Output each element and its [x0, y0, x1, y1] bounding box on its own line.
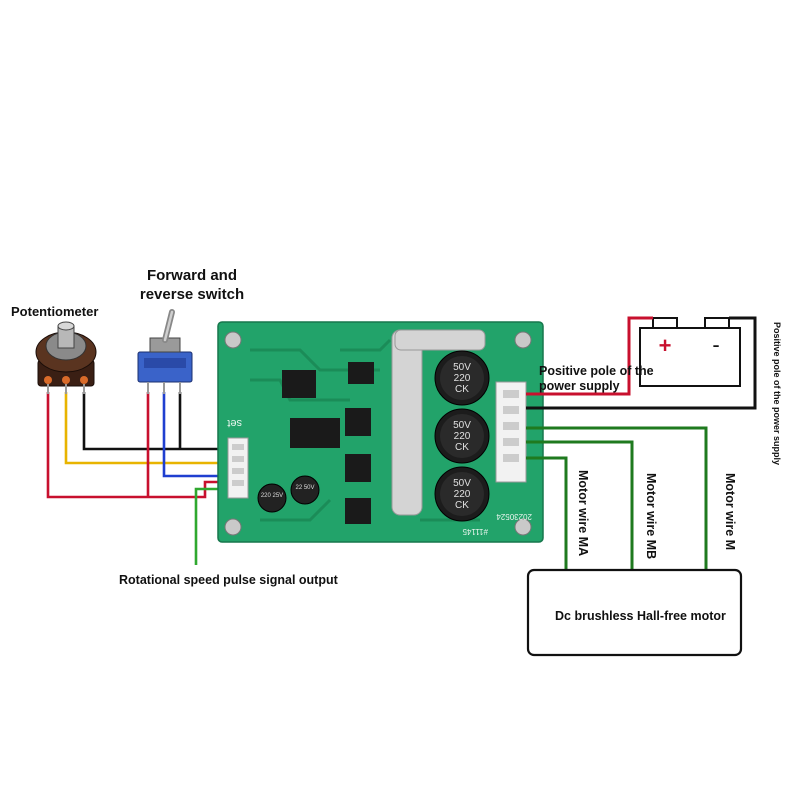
motor-box	[526, 568, 743, 657]
wire-power-positive	[526, 316, 653, 396]
control-wires	[46, 392, 240, 565]
right-connector	[495, 381, 527, 483]
positive-pole-line1: Positive pole of the	[539, 364, 654, 378]
capacitor: 50V 220 CK	[434, 408, 490, 464]
small-capacitor-1: 220 25V	[257, 483, 287, 513]
battery: + -	[639, 317, 741, 387]
motor-wire-mc-label: Motor wire M	[723, 473, 737, 551]
capacitor: 50V 220 CK	[434, 350, 490, 406]
cap-text: CK	[455, 384, 469, 395]
small-cap-1-label: 220 25V	[261, 493, 283, 499]
cap-text: 220	[454, 489, 471, 500]
wire-motor-mb	[526, 440, 634, 572]
capacitor: 50V 220 CK	[434, 466, 490, 522]
small-cap-2-label: 22 50V	[295, 485, 314, 491]
battery-minus: -	[712, 332, 719, 357]
cap-text: CK	[455, 442, 469, 453]
battery-plus: +	[659, 333, 672, 358]
cap-text: CK	[455, 500, 469, 511]
cap-text: 50V	[453, 362, 471, 373]
pcb-board: 220 25V 22 50V 50V 220 CK 50V 220 CK 50V…	[217, 321, 544, 543]
positive-pole-vertical-label: Positive pole of the power supply	[772, 322, 782, 466]
small-capacitor-2: 22 50V	[290, 475, 320, 505]
pulse-output-label: Rotational speed pulse signal output	[119, 573, 338, 587]
potentiometer-label: Potentiometer	[11, 304, 99, 319]
wire-motor-ma	[526, 456, 568, 572]
mount-hole	[224, 518, 242, 536]
left-connector	[227, 437, 249, 499]
toggle-switch	[137, 309, 193, 394]
forward-reverse-label: Forward and reverse switch	[132, 266, 252, 304]
wire-motor-mc	[526, 426, 708, 572]
silkscreen-date: 20230524	[496, 512, 532, 521]
cap-text: 50V	[453, 420, 471, 431]
wire-pot-yellow	[64, 392, 240, 465]
motor-wire-ma-label: Motor wire MA	[576, 470, 590, 557]
forward-reverse-line1: Forward and	[146, 267, 237, 284]
forward-reverse-line2: reverse switch	[139, 286, 245, 303]
positive-pole-line2: power supply	[539, 379, 620, 393]
cap-text: 50V	[453, 478, 471, 489]
cap-text: 220	[454, 431, 471, 442]
wire-pot-red	[46, 392, 240, 499]
silkscreen-set: set	[227, 417, 242, 429]
wire-power-negative	[526, 316, 757, 410]
motor-label: Dc brushless Hall-free motor	[555, 609, 726, 623]
positive-pole-label: Positive pole of the power supply	[539, 364, 654, 394]
silkscreen-id: #11145	[462, 527, 488, 536]
wire-switch-blue	[162, 392, 240, 478]
mount-hole	[514, 331, 532, 349]
potentiometer	[35, 321, 97, 394]
motor-wire-mb-label: Motor wire MB	[644, 473, 658, 560]
mount-hole	[224, 331, 242, 349]
wire-pot-black	[82, 392, 240, 451]
power-motor-wires	[526, 316, 757, 572]
mount-hole	[514, 518, 532, 536]
cap-text: 220	[454, 373, 471, 384]
